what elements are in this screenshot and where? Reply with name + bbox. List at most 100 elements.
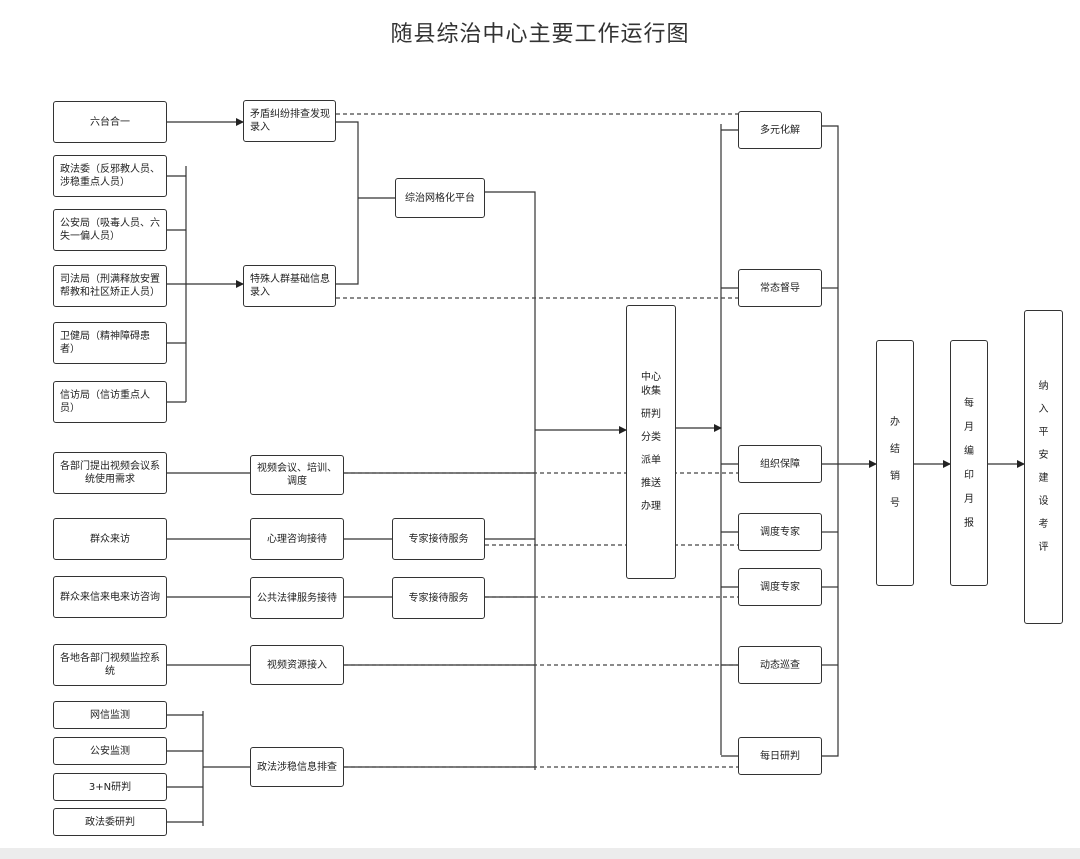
center-line: 收集 [641,385,661,397]
node-label: 群众来访 [90,533,130,545]
node-teshu: 特殊人群基础信息录入 [243,265,336,307]
node-label: 3+N研判 [88,781,132,793]
center-line: 中心 [641,371,661,383]
center-line: 派单 [641,454,661,466]
node-zhengfawei-yanpan: 政法委研判 [53,808,167,836]
node-weijianju: 卫健局（精神障碍患者） [53,322,167,364]
node-label: 各部门提出视频会议系统使用需求 [60,461,160,485]
center-line: 研判 [641,408,661,420]
node-video-resource: 视频资源接入 [250,645,344,685]
node-center: 中心 收集 研判 分类 派单 推送 办理 [626,305,676,579]
node-3n-yanpan: 3+N研判 [53,773,167,801]
node-video-monitor: 各地各部门视频监控系统 [53,644,167,686]
node-label: 公共法律服务接待 [257,592,337,604]
node-label: 多元化解 [760,124,800,136]
node-wangxin: 网信监测 [53,701,167,729]
node-zhuanjia-2: 专家接待服务 [392,577,485,619]
char: 月 [964,421,974,433]
node-duoyuan: 多元化解 [738,111,822,149]
char: 考 [1038,519,1049,530]
node-label: 信访局（信访重点人员） [60,390,150,414]
node-diaodu-2: 调度专家 [738,568,822,606]
char: 号 [890,498,900,509]
node-label: 政法涉稳信息排查 [257,761,337,773]
node-label: 公安局（吸毒人员、六失一偏人员） [60,218,160,242]
node-label: 视频资源接入 [267,659,327,671]
node-gonganju: 公安局（吸毒人员、六失一偏人员） [53,209,167,251]
node-video-meeting: 视频会议、培训、调度 [250,455,344,495]
node-zhengfawei: 政法委（反邪教人员、涉稳重点人员） [53,155,167,197]
node-label: 矛盾纠纷排查发现录入 [250,109,330,133]
node-kaoping: 纳 入 平 安 建 设 考 评 [1024,310,1063,624]
node-banjie: 办 结 销 号 [876,340,914,586]
center-line: 分类 [641,431,661,443]
node-label: 特殊人群基础信息录入 [250,274,330,298]
char: 入 [1038,404,1049,415]
node-xinli: 心理咨询接待 [250,518,344,560]
node-label: 综治网格化平台 [405,192,475,204]
node-video-need: 各部门提出视频会议系统使用需求 [53,452,167,494]
node-wangge: 综治网格化平台 [395,178,485,218]
node-meiri: 每日研判 [738,737,822,775]
node-changtai: 常态督导 [738,269,822,307]
node-label: 六台合一 [90,116,130,128]
banjie-text: 办 结 销 号 [890,417,900,509]
node-label: 卫健局（精神障碍患者） [60,331,150,355]
char: 结 [890,444,900,455]
node-label: 组织保障 [760,458,800,470]
char: 纳 [1038,381,1049,392]
kaoping-text: 纳 入 平 安 建 设 考 评 [1039,381,1049,553]
center-text: 中心 收集 研判 分类 派单 推送 办理 [641,372,661,513]
node-qunzhong-laifang: 群众来访 [53,518,167,560]
char: 办 [890,417,900,428]
node-label: 司法局（刑满释放安置帮教和社区矫正人员） [60,274,160,298]
node-label: 群众来信来电来访咨询 [60,591,160,603]
node-zhuanjia-1: 专家接待服务 [392,518,485,560]
char: 报 [964,517,974,529]
node-liutai: 六台合一 [53,101,167,143]
char: 销 [890,471,900,482]
bottom-bar [0,848,1080,859]
node-label: 政法委（反邪教人员、涉稳重点人员） [60,164,160,188]
char: 安 [1038,450,1049,461]
node-xinfangju: 信访局（信访重点人员） [53,381,167,423]
node-label: 网信监测 [90,709,130,721]
node-label: 政法委研判 [85,816,135,828]
connector [336,121,359,285]
node-label: 动态巡查 [760,659,800,671]
diagram-title: 随县综治中心主要工作运行图 [390,22,690,47]
node-label: 调度专家 [760,526,800,538]
center-line: 推送 [641,477,661,489]
char: 评 [1038,542,1049,553]
yuebao-text: 每 月 编 印 月 报 [964,398,974,529]
node-label: 每日研判 [760,750,800,762]
char: 每 [964,397,974,409]
char: 印 [964,469,974,481]
node-gongan-jiance: 公安监测 [53,737,167,765]
node-label: 各地各部门视频监控系统 [60,653,160,677]
node-label: 专家接待服务 [408,592,469,604]
node-maodun: 矛盾纠纷排查发现录入 [243,100,336,142]
char: 建 [1038,473,1049,484]
node-qunzhong-xindian: 群众来信来电来访咨询 [53,576,167,618]
node-label: 心理咨询接待 [267,533,327,545]
node-zuzhi: 组织保障 [738,445,822,483]
node-yuebao: 每 月 编 印 月 报 [950,340,988,586]
node-sifaju: 司法局（刑满释放安置帮教和社区矫正人员） [53,265,167,307]
node-gonggong-falv: 公共法律服务接待 [250,577,344,619]
center-line: 办理 [641,500,661,512]
node-label: 调度专家 [760,581,800,593]
node-label: 专家接待服务 [408,533,469,545]
node-zhengfa-sheweng: 政法涉稳信息排查 [250,747,344,787]
char: 编 [964,445,974,457]
char: 平 [1038,427,1049,438]
node-label: 视频会议、培训、调度 [257,463,337,487]
node-dongtai: 动态巡查 [738,646,822,684]
node-diaodu-1: 调度专家 [738,513,822,551]
node-label: 公安监测 [90,745,130,757]
char: 设 [1038,496,1049,507]
node-label: 常态督导 [760,282,800,294]
connector [822,125,839,757]
